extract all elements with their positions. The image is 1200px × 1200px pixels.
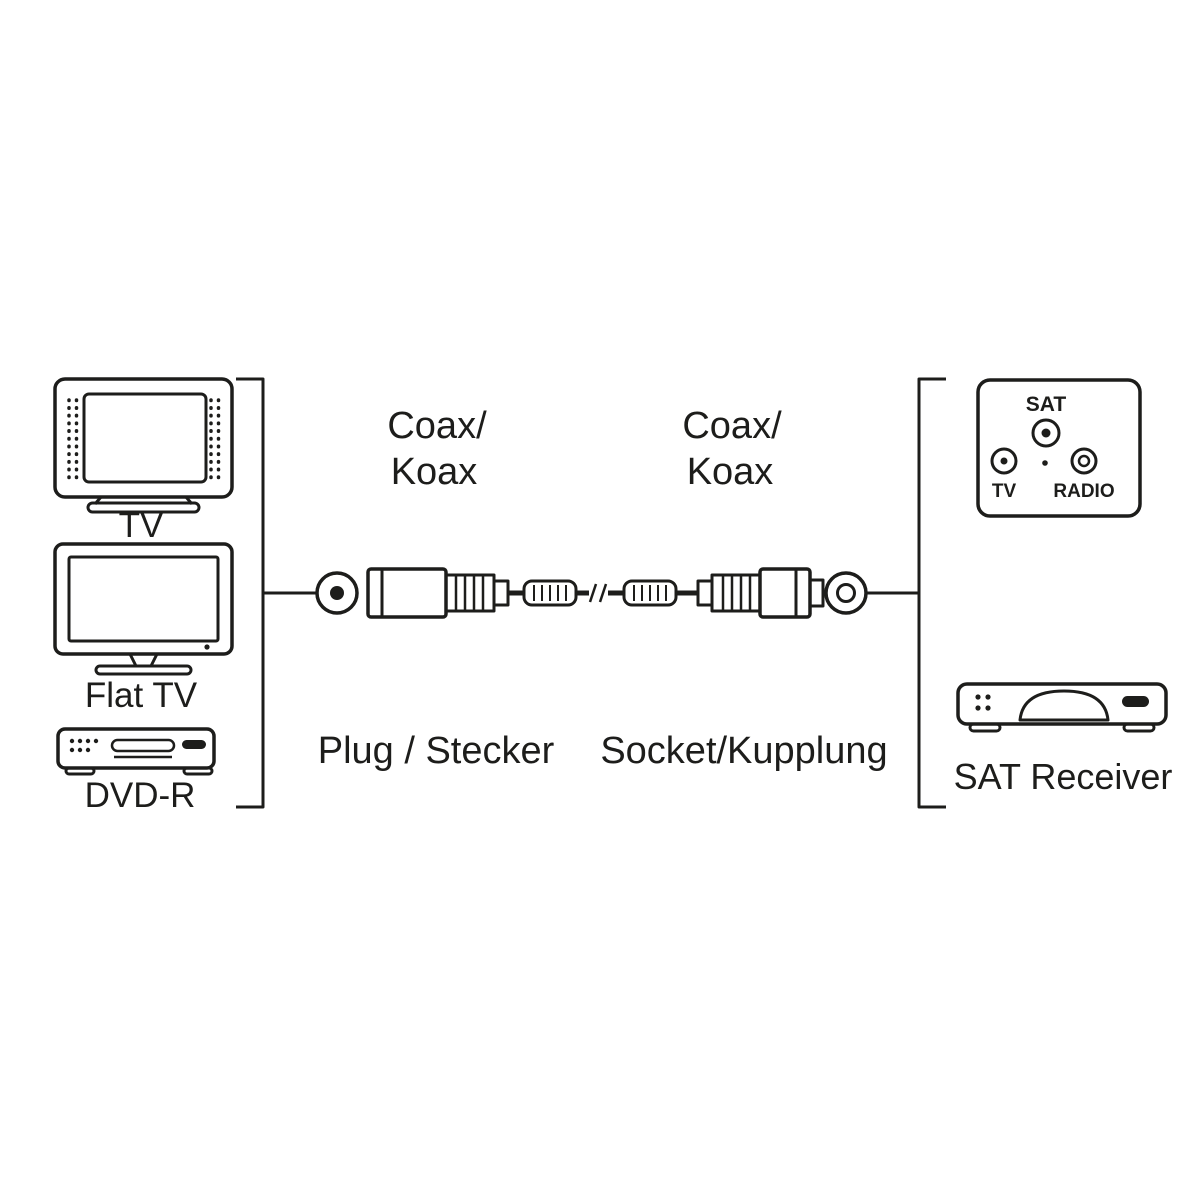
wall-sat-label: SAT (1026, 393, 1067, 416)
receiver-button-icon (1122, 696, 1149, 707)
disc-dome-icon (1018, 689, 1110, 722)
tv-label: TV (119, 506, 164, 545)
socket-end-view-icon (824, 571, 868, 615)
tv-port-icon (990, 447, 1018, 475)
flat-tv-label: Flat TV (85, 676, 198, 715)
coax-cable-icon (315, 567, 868, 619)
sat-receiver-label: SAT Receiver (954, 756, 1173, 797)
sat-port-icon (1031, 418, 1061, 448)
plug-connector-icon (366, 567, 510, 619)
left-bracket (236, 377, 317, 809)
cable-break-marks (588, 583, 608, 603)
coax-right-label-line2: Koax (687, 451, 774, 493)
dvd-recorder-icon (56, 727, 216, 776)
power-led-icon (204, 644, 210, 650)
socket-connector-icon (696, 567, 825, 619)
crt-tv-icon (53, 377, 234, 514)
labels: TV Flat TV DVD-R Coax/ Koax Coax/ Koax P… (85, 393, 1173, 815)
coax-left-label-line1: Coax/ (387, 405, 487, 447)
ferrite-bead-icon (622, 579, 678, 607)
dvd-r-label: DVD-R (85, 776, 196, 815)
plug-label: Plug / Stecker (318, 730, 555, 772)
flat-tv-icon (53, 542, 234, 676)
sat-receiver-icon (956, 682, 1168, 733)
power-button-icon (182, 740, 206, 749)
plug-end-view-icon (315, 571, 359, 615)
socket-label: Socket/Kupplung (600, 730, 887, 772)
wall-tv-label: TV (992, 481, 1017, 502)
wall-radio-label: RADIO (1053, 481, 1114, 502)
radio-port-icon (1070, 447, 1098, 475)
wall-socket-icon (976, 378, 1142, 518)
ferrite-bead-icon (522, 579, 578, 607)
right-bracket (866, 377, 946, 809)
disc-tray-icon (110, 738, 176, 753)
mounting-screw-icon (1042, 460, 1048, 466)
coax-right-label-line1: Coax/ (682, 405, 782, 447)
coax-left-label-line2: Koax (391, 451, 478, 493)
